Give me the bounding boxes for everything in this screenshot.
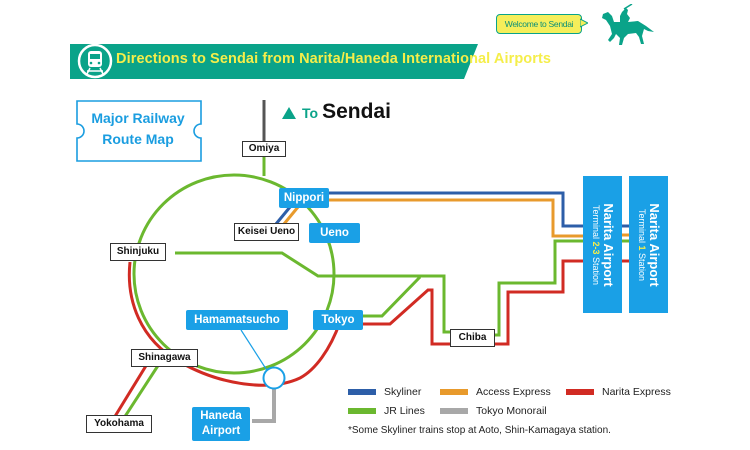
jr-yamanote-loop xyxy=(132,173,336,375)
hamamatsucho-transfer-circle xyxy=(262,366,286,390)
legend-skyliner: Skyliner xyxy=(348,386,421,398)
hamamatsucho-connector xyxy=(240,329,269,373)
skyliner-keisei xyxy=(274,206,292,225)
station-chiba[interactable]: Chiba xyxy=(450,329,495,347)
train-icon xyxy=(77,43,113,79)
narita-t23-sub-suffix: Station xyxy=(590,254,601,285)
narita-t1-sub-suffix: Station xyxy=(636,250,647,281)
legend-tokyo-monorail: Tokyo Monorail xyxy=(440,405,547,417)
jr-yokohama xyxy=(122,360,163,419)
haneda-line1: Haneda xyxy=(200,410,242,422)
narita-t1-name: Narita Airport xyxy=(646,202,662,287)
station-hamamatsucho[interactable]: Hamamatsucho xyxy=(186,310,288,330)
station-nippori[interactable]: Nippori xyxy=(279,188,329,208)
station-shinagawa[interactable]: Shinagawa xyxy=(131,349,198,367)
station-keisei-ueno[interactable]: Keisei Ueno xyxy=(234,223,299,241)
station-ueno[interactable]: Ueno xyxy=(309,223,360,243)
jr-chiba-narita xyxy=(492,239,584,337)
map-title-line2: Route Map xyxy=(102,131,174,147)
station-yokohama[interactable]: Yokohama xyxy=(86,415,152,433)
map-title: Major Railway Route Map xyxy=(76,108,200,150)
banner-title: Directions to Sendai from Narita/Haneda … xyxy=(116,51,552,67)
jr-sobu-line xyxy=(175,251,455,334)
narita-t1-sub: Terminal 1 Station xyxy=(636,203,647,286)
tokyo-monorail-line xyxy=(252,389,276,423)
station-tokyo[interactable]: Tokyo xyxy=(313,310,363,330)
legend-swatch-skyliner xyxy=(348,389,376,396)
narita-express-loop xyxy=(127,261,342,387)
narita-t23-text: Narita Airport Terminal 2-3 Station xyxy=(590,203,616,286)
legend-swatch-narita-express xyxy=(566,389,594,396)
jr-tokyo-chiba xyxy=(362,275,422,318)
to-label: To xyxy=(302,105,319,121)
legend-swatch-tokyo-monorail xyxy=(440,408,468,415)
destination-label: Sendai xyxy=(322,100,391,123)
station-narita-t23[interactable]: Narita Airport Terminal 2-3 Station xyxy=(583,176,622,313)
station-haneda-airport[interactable]: Haneda Airport xyxy=(192,407,250,441)
station-shinjuku[interactable]: Shinjuku xyxy=(110,243,166,261)
narita-t1-terminal: 1 xyxy=(636,244,647,250)
up-arrow-icon xyxy=(282,107,296,119)
narita-t23-name: Narita Airport xyxy=(600,202,616,287)
legend-jr-lines: JR Lines xyxy=(348,405,425,417)
legend-label: Tokyo Monorail xyxy=(476,405,547,417)
map-title-line1: Major Railway xyxy=(91,110,185,126)
access-express-line xyxy=(328,198,584,238)
legend-note: *Some Skyliner trains stop at Aoto, Shin… xyxy=(348,425,611,436)
welcome-bubble: Welcome to Sendai xyxy=(496,14,582,34)
station-narita-t1[interactable]: Narita Airport Terminal 1 Station xyxy=(629,176,668,313)
legend-swatch-access-express xyxy=(440,389,468,396)
bubble-tail xyxy=(580,18,588,28)
legend-label: Narita Express xyxy=(602,386,671,398)
legend-label: Skyliner xyxy=(384,386,422,398)
legend-label: Access Express xyxy=(476,386,551,398)
skyliner-line xyxy=(328,191,584,228)
narita-t23-terminal: 2-3 xyxy=(590,240,601,254)
legend-access-express: Access Express xyxy=(440,386,551,398)
station-omiya[interactable]: Omiya xyxy=(242,141,286,157)
haneda-line2: Airport xyxy=(201,425,241,437)
access-express-keisei xyxy=(282,206,300,225)
narita-t1-sub-prefix: Terminal xyxy=(636,208,647,245)
narita-express-tokyo-chiba xyxy=(362,288,455,346)
legend-swatch-jr-lines xyxy=(348,408,376,415)
narita-express-chiba-narita xyxy=(492,259,584,346)
map-title-frame xyxy=(76,100,202,162)
header-banner xyxy=(70,44,478,79)
narita-t23-sub-prefix: Terminal xyxy=(590,204,601,241)
narita-t23-sub: Terminal 2-3 Station xyxy=(590,203,601,286)
narita-t1-text: Narita Airport Terminal 1 Station xyxy=(636,203,662,286)
samurai-horse-rider-icon xyxy=(602,4,654,45)
legend-narita-express: Narita Express xyxy=(566,386,671,398)
legend-label: JR Lines xyxy=(384,405,425,417)
